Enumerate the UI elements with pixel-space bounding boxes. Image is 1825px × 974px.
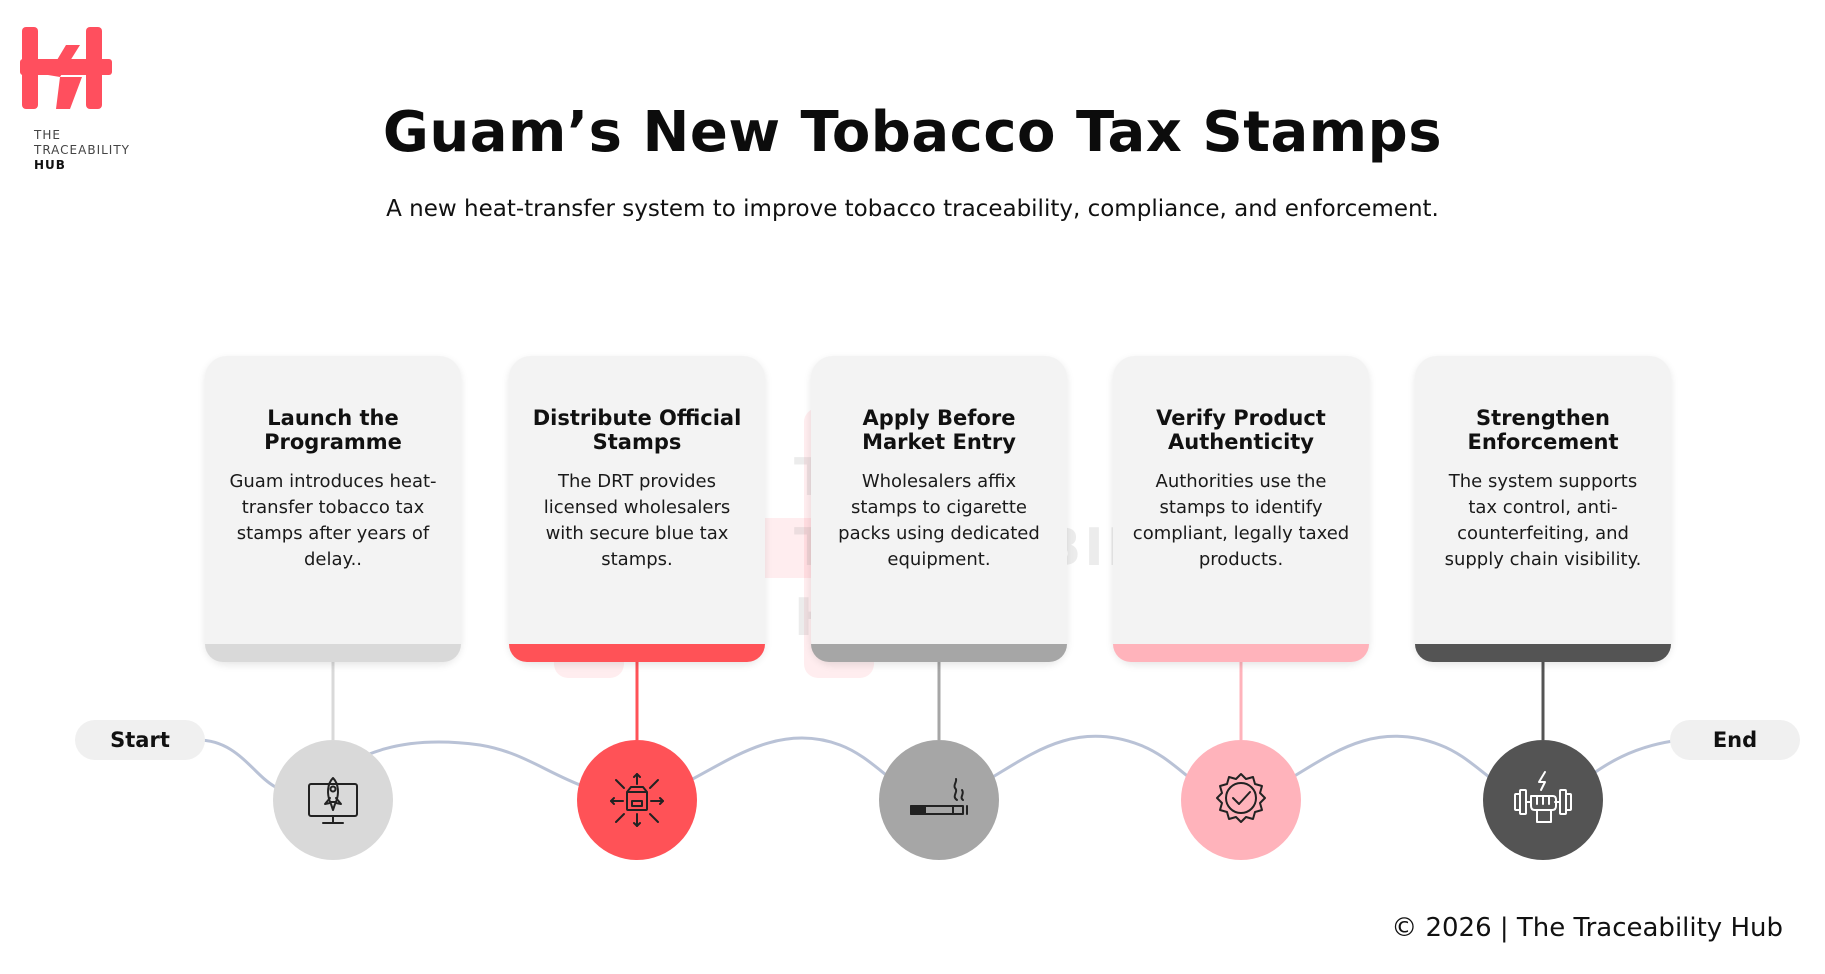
step-description: Authorities use the stamps to identify c… — [1132, 471, 1350, 570]
verified-badge-icon — [1216, 773, 1266, 823]
step-description: Wholesalers affix stamps to cigarette pa… — [838, 471, 1040, 570]
step-card-apply: Apply Before Market Entry Wholesalers af… — [811, 356, 1067, 662]
step-title: Strengthen Enforcement — [1467, 406, 1619, 454]
step-node-apply — [879, 740, 999, 860]
step-description: Guam introduces heat-transfer tobacco ta… — [229, 471, 437, 570]
strength-dumbbell-icon — [1514, 771, 1572, 823]
step-description: The system supports tax control, anti-co… — [1444, 471, 1642, 570]
step-card-verify: Verify Product Authenticity Authorities … — [1113, 356, 1369, 662]
step-color-bar — [1113, 644, 1369, 662]
cigarette-icon — [910, 778, 968, 815]
step-node-distribute — [577, 740, 697, 860]
step-card-distribute: Distribute Official Stamps The DRT provi… — [509, 356, 765, 662]
timeline-start-pill: Start — [75, 720, 205, 760]
page-subtitle: A new heat-transfer system to improve to… — [386, 196, 1439, 222]
step-title: Distribute Official Stamps — [532, 406, 742, 454]
step-node-enforce — [1483, 740, 1603, 860]
step-node-verify — [1181, 740, 1301, 860]
package-distribution-icon — [610, 773, 664, 827]
step-card-launch: Launch the Programme Guam introduces hea… — [205, 356, 461, 662]
step-title: Apply Before Market Entry — [862, 406, 1016, 454]
step-color-bar — [205, 644, 461, 662]
logo-text-the: THE — [34, 128, 61, 142]
step-title: Verify Product Authenticity — [1156, 406, 1326, 454]
brand-logo-mark-icon — [20, 27, 112, 109]
timeline-end-pill: End — [1670, 720, 1800, 760]
logo-text-traceability: TRACEABILITY — [34, 143, 131, 157]
step-color-bar — [811, 644, 1067, 662]
rocket-monitor-icon — [308, 777, 358, 824]
step-card-enforce: Strengthen Enforcement The system suppor… — [1415, 356, 1671, 662]
step-description: The DRT provides licensed wholesalers wi… — [543, 471, 731, 570]
step-title: Launch the Programme — [264, 406, 402, 454]
step-color-bar — [509, 644, 765, 662]
page-title: Guam’s New Tobacco Tax Stamps — [382, 100, 1443, 165]
step-node-launch — [273, 740, 393, 860]
logo-text-hub: HUB — [34, 158, 66, 172]
step-color-bar — [1415, 644, 1671, 662]
footer-copyright: © 2026 | The Traceability Hub — [1391, 913, 1783, 943]
